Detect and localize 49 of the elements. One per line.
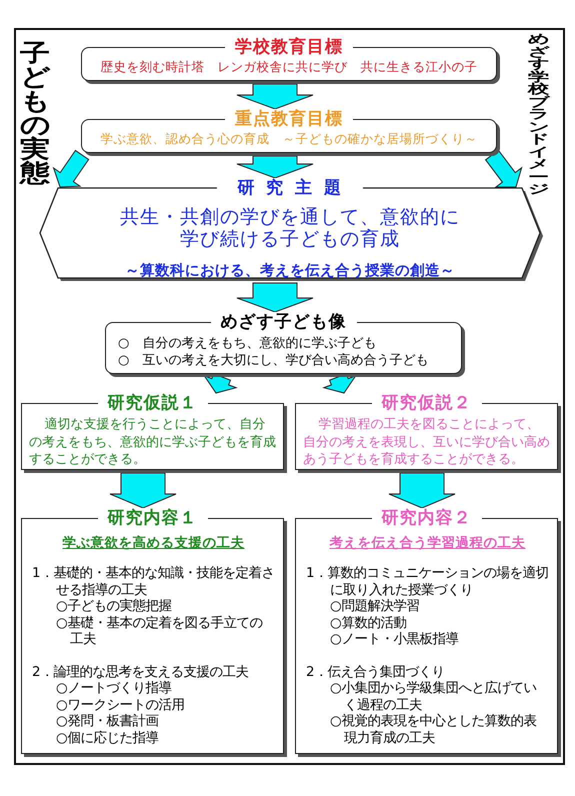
block-arrow xyxy=(388,472,456,509)
box-title: 研究内容２ xyxy=(372,508,482,528)
list-item: ○個に応じた指導 xyxy=(55,730,160,747)
list-item: ○小集団から学級集団へと広げていく過程の工夫 xyxy=(329,681,538,714)
box-title: 研究主題 xyxy=(216,178,364,198)
block-arrow xyxy=(236,156,314,179)
list-item: ○ノートづくり指導 xyxy=(55,681,173,698)
list-item: ○発問・板書計画 xyxy=(55,714,160,730)
block-arrow xyxy=(110,472,176,509)
list-item: 1．算数的コミュニケーションの場を適切に取り入れた授業づくり xyxy=(306,566,549,599)
goal-box xyxy=(81,37,497,81)
goal-text: 歴史を刻む時計塔 レンガ校舎に共に学び 共に生きる江小の子 xyxy=(100,59,478,76)
list-item: ○視覚的表現を中心とした算数的表現力育成の工夫 xyxy=(329,714,538,747)
vertical-heading: めざす学校ブランドイメージ xyxy=(528,33,550,196)
block-arrow xyxy=(484,150,522,188)
underlined-subtitle: 学ぶ意欲を高める支援の工夫 xyxy=(62,535,244,551)
goal-text: 学ぶ意欲、認め合う心の育成 ～子どもの確かな居場所づくり～ xyxy=(100,131,478,148)
vertical-heading: 子どもの実態 xyxy=(20,41,50,185)
list-item: 1．基礎的・基本的な知識・技能を定着させる指導の工夫 xyxy=(32,566,275,598)
hypothesis-text: 学習過程の工夫を図ることによって、自分の考えを表現し、互いに学び合い高めあう子どもを育成することができる。 xyxy=(303,416,551,468)
underlined-subtitle: 考えを伝え合う学習過程の工夫 xyxy=(330,535,526,551)
list-item: ○基礎・基本の定着を図る手立ての工夫 xyxy=(55,616,264,648)
list-item: ○ 互いの考えを大切にし、学び合い高め合う子ども xyxy=(118,352,430,369)
target-box xyxy=(105,312,462,374)
box-title: 研究仮説２ xyxy=(372,393,482,413)
block-arrow xyxy=(52,150,90,188)
box-title: 重点教育目標 xyxy=(225,109,353,129)
hypothesis-box xyxy=(21,393,284,470)
hypothesis-text: 適切な支援を行うことによって、自分の考えをもち、意欲的に学ぶ子どもを育成することができる。 xyxy=(29,416,277,468)
content-box xyxy=(295,508,558,754)
theme-text: 共生・共創の学びを通して、意欲的に学び続ける子どもの育成 xyxy=(120,206,460,250)
goal-box xyxy=(81,109,497,153)
list-item: ○子どもの実態把握 xyxy=(55,599,173,616)
list-item: 2．論理的な思考を支える支援の工夫 xyxy=(32,664,250,680)
list-item: ○ 自分の考えをもち、意欲的に学ぶ子ども xyxy=(118,335,378,352)
content-box xyxy=(21,508,284,754)
list-item: ○ノート・小黒板指導 xyxy=(329,632,460,648)
box-title: 学校教育目標 xyxy=(225,37,353,57)
list-item: ○問題解決学習 xyxy=(329,599,421,616)
list-item: 2．伝え合う集団づくり xyxy=(306,664,446,681)
hypothesis-box xyxy=(295,393,558,470)
block-arrow xyxy=(236,84,314,110)
box-title: 研究仮説１ xyxy=(98,393,208,413)
subtitle: ～算数科における、考えを伝え合う授業の創造～ xyxy=(124,262,456,280)
list-item: ○算数的活動 xyxy=(329,616,408,632)
list-item: ○ワークシートの活用 xyxy=(55,698,186,714)
block-arrow xyxy=(236,282,314,313)
box-title: めざす子ども像 xyxy=(210,312,356,332)
box-title: 研究内容１ xyxy=(98,508,208,528)
